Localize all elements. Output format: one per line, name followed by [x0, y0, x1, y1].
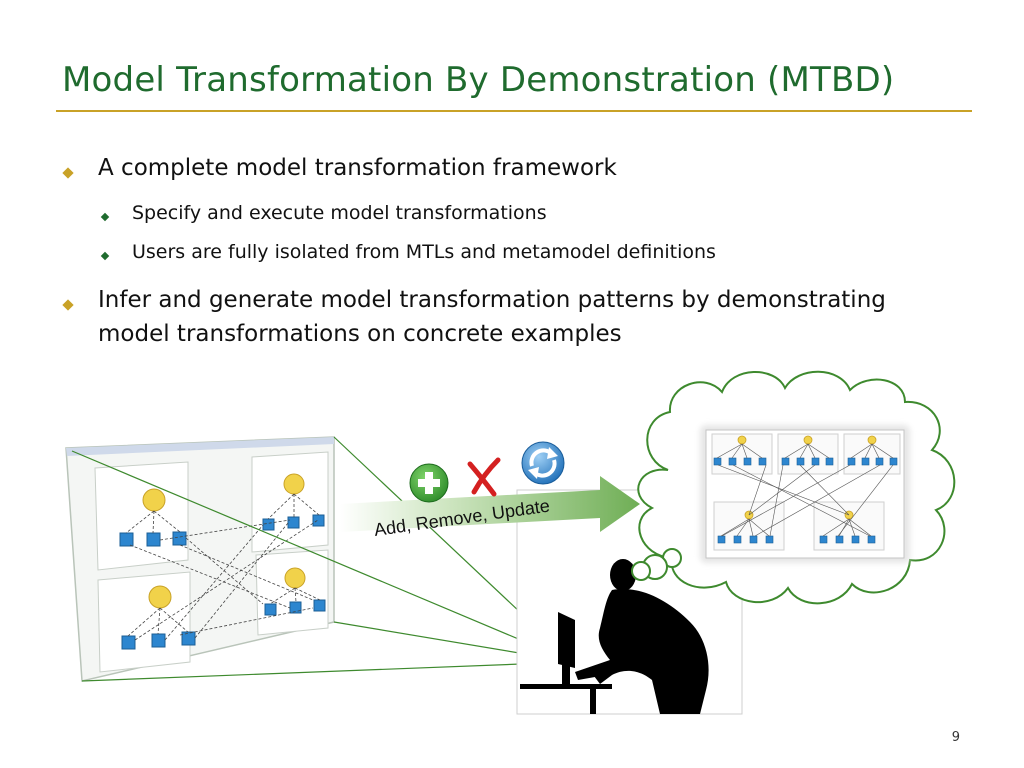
cross-icon — [467, 457, 501, 497]
sub-bullet-text: Users are fully isolated from MTLs and m… — [132, 241, 716, 263]
bullet-item: A complete model transformation framewor… — [62, 155, 617, 185]
bullet-text: Infer and generate model transformation … — [98, 287, 886, 347]
operations-arrow — [340, 476, 640, 532]
bullet-text: A complete model transformation framewor… — [98, 155, 617, 181]
user-silhouette — [520, 559, 709, 714]
target-model-thumbnail — [700, 425, 910, 563]
title-divider — [56, 110, 972, 112]
refresh-icon — [521, 441, 565, 485]
sub-bullet-text: Specify and execute model transformation… — [132, 202, 547, 224]
slide-title: Model Transformation By Demonstration (M… — [62, 60, 895, 100]
sub-bullet-item: Users are fully isolated from MTLs and m… — [100, 241, 716, 265]
source-model-window — [65, 436, 335, 682]
plus-icon — [409, 463, 449, 503]
bullet-item: Infer and generate model transformation … — [62, 287, 964, 351]
sub-bullet-item: Specify and execute model transformation… — [100, 202, 547, 226]
page-number: 9 — [951, 730, 960, 745]
